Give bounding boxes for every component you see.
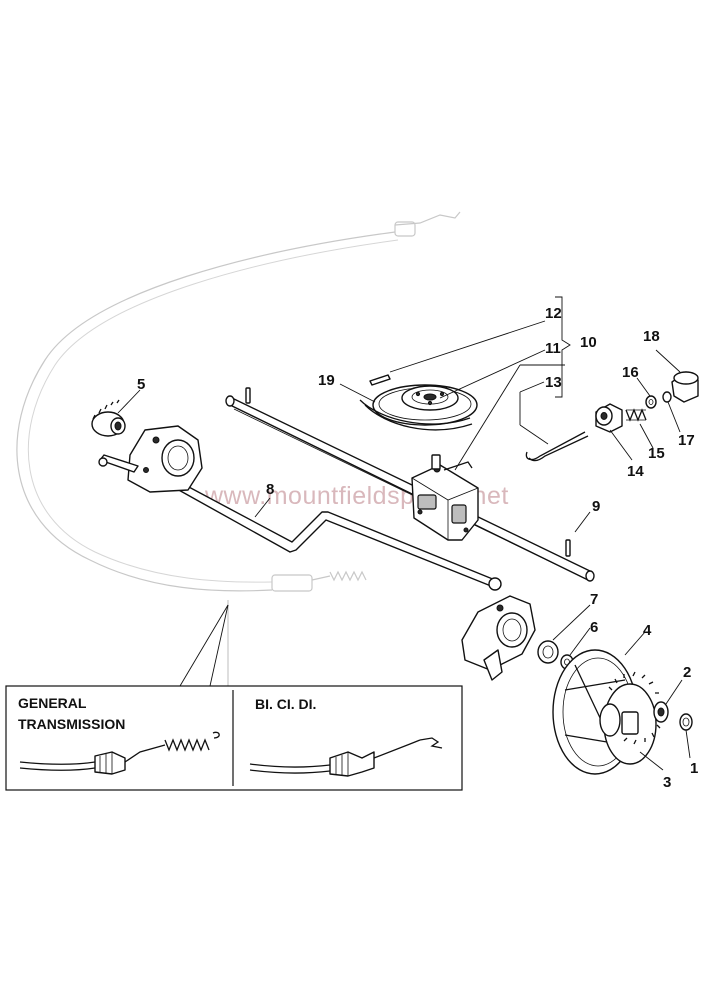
callout-8: 8 <box>266 481 274 498</box>
callout-10: 10 <box>580 334 597 351</box>
callout-17: 17 <box>678 432 695 449</box>
callout-16: 16 <box>622 364 639 381</box>
pulley-belt-assembly <box>359 384 478 431</box>
circlip <box>679 713 693 731</box>
callout-19: 19 <box>318 372 335 389</box>
washer-small <box>645 395 657 409</box>
general-label-line2: TRANSMISSION <box>18 716 125 732</box>
gearbox <box>411 454 479 541</box>
callout-numbers: 1 2 3 4 5 6 7 8 9 10 11 12 13 14 15 16 1… <box>137 305 698 791</box>
callout-3: 3 <box>663 774 671 791</box>
callout-15: 15 <box>648 445 665 462</box>
bearing-part <box>537 640 559 664</box>
washer-tiny <box>662 391 672 403</box>
callout-14: 14 <box>627 463 644 480</box>
small-gear <box>653 701 669 723</box>
right-bracket <box>461 577 536 681</box>
lever-rod-part <box>525 431 589 462</box>
callout-7: 7 <box>590 591 598 608</box>
callout-18: 18 <box>643 328 660 345</box>
key-part <box>369 374 391 386</box>
callout-6: 6 <box>590 619 598 636</box>
general-label-line1: GENERAL <box>18 695 87 711</box>
cable-with-hook <box>249 737 443 777</box>
general-transmission-panel: GENERAL TRANSMISSION <box>18 695 220 775</box>
callout-13: 13 <box>545 374 562 391</box>
knob-cap <box>671 371 699 403</box>
detail-inset: GENERAL TRANSMISSION BI. CI. DI. <box>5 685 463 791</box>
knob-base <box>595 403 623 433</box>
bicidi-label: BI. CI. DI. <box>255 696 316 712</box>
left-bracket <box>98 425 203 493</box>
callout-5: 5 <box>137 376 145 393</box>
callout-1: 1 <box>690 760 698 777</box>
callout-9: 9 <box>592 498 600 515</box>
drive-gear <box>599 671 664 765</box>
pinion-gear <box>91 399 126 437</box>
callout-2: 2 <box>683 664 691 681</box>
callout-11: 11 <box>545 340 561 357</box>
spring-part <box>625 408 647 422</box>
drive-cable-ghost <box>16 211 461 686</box>
leader-lines <box>117 296 691 771</box>
callout-4: 4 <box>643 622 652 639</box>
callout-12: 12 <box>545 305 562 322</box>
cable-with-spring <box>19 731 220 775</box>
bicidi-panel: BI. CI. DI. <box>249 696 443 777</box>
